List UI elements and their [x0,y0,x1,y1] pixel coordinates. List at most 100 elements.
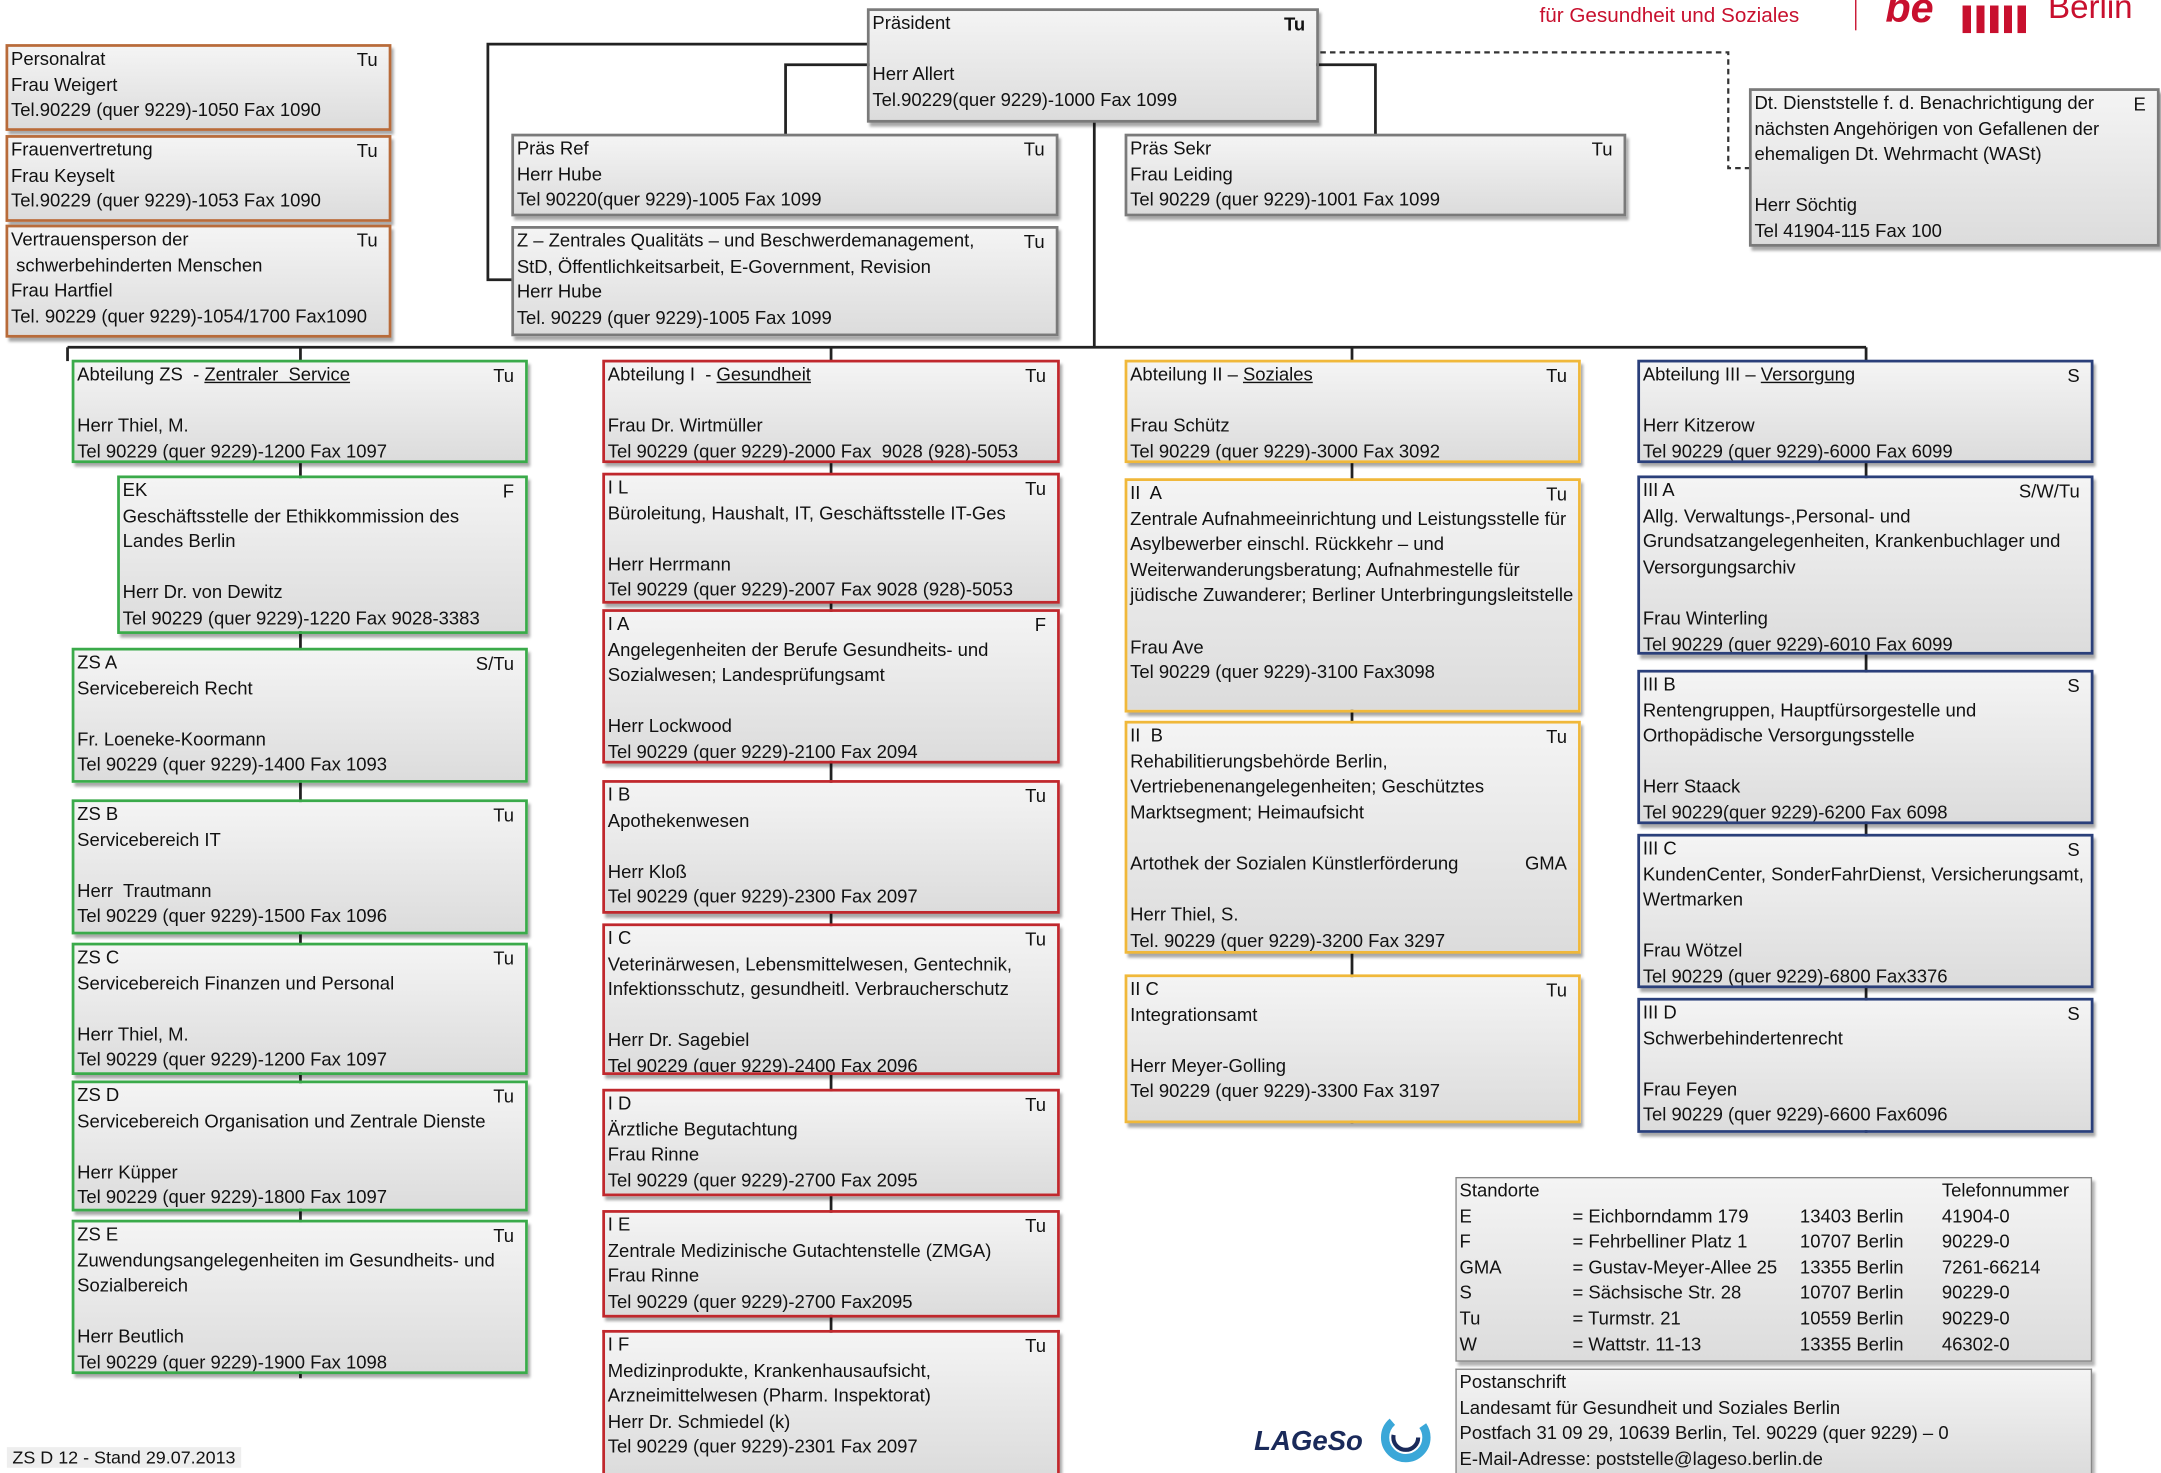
unit-person: Herr Herrmann [607,553,731,575]
unit-ii-c-box[interactable]: II C Tu Integrationsamt Herr Meyer-Golli… [1124,974,1581,1124]
vertrauensperson-person: Frau Hartfiel [11,280,113,301]
postanschrift-email[interactable]: E-Mail-Adresse: poststelle@lageso.berlin… [1459,1448,1823,1469]
unit-desc: Zuwendungsangelegenheiten im Gesundheits… [77,1249,495,1296]
dept-iii-box[interactable]: Abteilung III – Versorgung S Herr Kitzer… [1637,359,2094,464]
frauenvertretung-site: Tu [356,140,378,162]
dept-i-prefix: Abteilung I - [607,363,717,385]
standort-city: 13355 Berlin [1799,1256,1904,1278]
frauenvertretung-box[interactable]: Frauenvertretung Tu Frau Keyselt Tel.902… [5,135,392,222]
unit-site: F [502,480,515,502]
dept-i-site: Tu [1025,365,1047,386]
unit-i-d-box[interactable]: I D Tu Ärztliche Begutachtung Frau Rinne… [602,1088,1060,1197]
frauenvertretung-person: Frau Keyselt [11,164,115,186]
unit-desc: Zentrale Aufnahmeeinrichtung und Leistun… [1130,507,1574,606]
unit-code: III C [1642,837,1677,859]
unit-zs-d-box[interactable]: ZS D Tu Servicebereich Organisation und … [71,1080,528,1212]
praes-ref-box[interactable]: Präs Ref Tu Herr Hube Tel 90220(quer 922… [511,133,1059,217]
praes-sekr-phone: Tel 90229 (quer 9229)-1001 Fax 1099 [1130,189,1440,210]
unit-extra: Artothek der Sozialen Künstlerförderung [1130,853,1459,874]
dept-zs-box[interactable]: Abteilung ZS - Zentraler Service Tu Herr… [71,359,528,464]
z-line2: StD, Öffentlichkeitsarbeit, E-Government… [516,255,931,277]
dept-i-box[interactable]: Abteilung I - Gesundheit Tu Frau Dr. Wir… [602,359,1060,464]
unit-site: Tu [1025,928,1047,950]
unit-ii-a-box[interactable]: II A Tu Zentrale Aufnahmeeinrichtung und… [1124,478,1581,713]
unit-i-c-box[interactable]: I C Tu Veterinärwesen, Lebensmittelwesen… [602,923,1060,1075]
personalrat-box[interactable]: Personalrat Tu Frau Weigert Tel.90229 (q… [5,44,392,131]
standort-row: GMA = Gustav-Meyer-Allee 25 13355 Berlin… [1460,1255,2088,1281]
unit-i-l-box[interactable]: I L Tu Büroleitung, Haushalt, IT, Geschä… [602,472,1060,604]
standort-row: S = Sächsische Str. 28 10707 Berlin 9022… [1460,1281,2088,1307]
unit-iii-c-box[interactable]: III C S KundenCenter, SonderFahrDienst, … [1637,833,2094,989]
unit-phone: Tel 90229 (quer 9229)-2700 Fax2095 [607,1291,913,1312]
dept-iii-name: Versorgung [1760,363,1856,385]
standort-code: E [1459,1205,1472,1227]
standort-row: F = Fehrbelliner Platz 1 10707 Berlin 90… [1460,1230,2088,1256]
unit-person: Herr Küpper [77,1161,178,1183]
unit-phone: Tel. 90229 (quer 9229)-3200 Fax 3297 [1130,929,1446,951]
praes-ref-phone: Tel 90220(quer 9229)-1005 Fax 1099 [516,189,822,210]
unit-i-b-box[interactable]: I B Tu Apothekenwesen Herr Kloß Tel 9022… [602,780,1060,914]
unit-extra-site: GMA [1524,853,1568,874]
dept-ii-site: Tu [1546,365,1568,386]
president-title: Präsident [872,12,951,34]
praes-ref-person: Herr Hube [516,163,602,185]
wast-box[interactable]: Dt. Dienststelle f. d. Benachrichtigung … [1748,88,2160,247]
unit-iii-d-box[interactable]: III D S Schwerbehindertenrecht Frau Feye… [1637,997,2094,1133]
z-box[interactable]: Z – Zentrales Qualitäts – und Beschwerde… [511,226,1059,337]
unit-site: S [2067,1003,2080,1025]
dept-iii-person: Herr Kitzerow [1642,415,1755,436]
standort-street: = Sächsische Str. 28 [1572,1282,1742,1303]
unit-site: Tu [1546,979,1568,1001]
unit-i-e-box[interactable]: I E Tu Zentrale Medizinische Gutachtenst… [602,1210,1060,1318]
lageso-logo: LAGeSo [1254,1412,1431,1463]
unit-desc: Veterinärwesen, Lebensmittelwesen, Gente… [607,953,1012,1000]
unit-person: Herr Dr. von Dewitz [122,582,283,603]
praes-ref-title: Präs Ref [516,137,589,159]
standort-code: W [1459,1333,1477,1355]
wast-site: E [2133,93,2146,115]
standort-street: = Eichborndamm 179 [1572,1205,1749,1227]
unit-zs-c-box[interactable]: ZS C Tu Servicebereich Finanzen und Pers… [71,942,528,1075]
vertrauensperson-box[interactable]: Vertrauensperson der Tu schwerbehinderte… [5,224,392,338]
praes-sekr-box[interactable]: Präs Sekr Tu Frau Leiding Tel 90229 (que… [1124,133,1627,217]
unit-iii-a-box[interactable]: III A S/W/Tu Allg. Verwaltungs-,Personal… [1637,475,2094,655]
dept-ii-box[interactable]: Abteilung II – Soziales Tu Frau Schütz T… [1124,359,1581,464]
lageso-logo-text: LAGeSo [1254,1426,1363,1457]
logo-be: be [1885,0,1934,32]
unit-zs-e-box[interactable]: ZS E Tu Zuwendungsangelegenheiten im Ges… [71,1219,528,1375]
unit-phone: Tel 90229 (quer 9229)-1800 Fax 1097 [77,1187,388,1208]
president-site: Tu [1283,13,1306,35]
dept-i-phone: Tel 90229 (quer 9229)-2000 Fax 9028 (928… [607,440,1019,462]
unit-i-a-box[interactable]: I A F Angelegenheiten der Berufe Gesundh… [602,609,1060,764]
unit-desc: Medizinprodukte, Krankenhausaufsicht, Ar… [607,1359,931,1407]
unit-person: Herr Thiel, M. [77,1023,189,1045]
unit-person: Herr Beutlich [77,1326,184,1348]
standort-phone: 41904-0 [1941,1205,2010,1227]
unit-person: Herr Staack [1642,776,1741,798]
president-person: Herr Allert [872,63,955,85]
unit-site: Tu [1025,1094,1047,1115]
unit-code: II B [1130,724,1163,746]
logo-bars [1962,5,2032,34]
unit-ek-box[interactable]: EK F Geschäftsstelle der Ethikkommission… [117,475,528,634]
unit-zs-b-box[interactable]: ZS B Tu Servicebereich IT Herr Trautmann… [71,799,528,935]
unit-i-f-box[interactable]: I F Tu Medizinprodukte, Krankenhausaufsi… [602,1329,1060,1473]
unit-desc: Integrationsamt [1130,1004,1258,1025]
personalrat-person: Frau Weigert [11,73,118,95]
dept-ii-person: Frau Schütz [1130,415,1230,436]
unit-site: Tu [493,1086,515,1107]
unit-ii-b-box[interactable]: II B Tu Rehabilitierungsbehörde Berlin, … [1124,720,1581,954]
unit-site: S/W/Tu [2018,480,2080,502]
unit-iii-b-box[interactable]: III B S Rentengruppen, Hauptfürsorgestel… [1637,669,2094,825]
vertrauensperson-phone: Tel. 90229 (quer 9229)-1054/1700 Fax1090 [11,305,368,327]
unit-person: Herr Dr. Schmiedel (k) [607,1410,791,1432]
praes-sekr-title: Präs Sekr [1130,137,1212,159]
standort-code: F [1459,1230,1471,1252]
unit-zs-a-box[interactable]: ZS A S/Tu Servicebereich Recht Fr. Loene… [71,647,528,783]
unit-desc: Zentrale Medizinische Gutachtenstelle (Z… [607,1239,992,1261]
unit-phone: Tel 90229 (quer 9229)-2400 Fax 2096 [607,1055,918,1075]
president-box[interactable]: Präsident Tu Herr Allert Tel.90229(quer … [866,8,1319,123]
dept-iii-phone: Tel 90229 (quer 9229)-6000 Fax 6099 [1642,440,1953,462]
dept-iii-title: Abteilung III – Versorgung [1643,362,2088,388]
unit-person: Frau Wötzel [1642,940,1743,962]
